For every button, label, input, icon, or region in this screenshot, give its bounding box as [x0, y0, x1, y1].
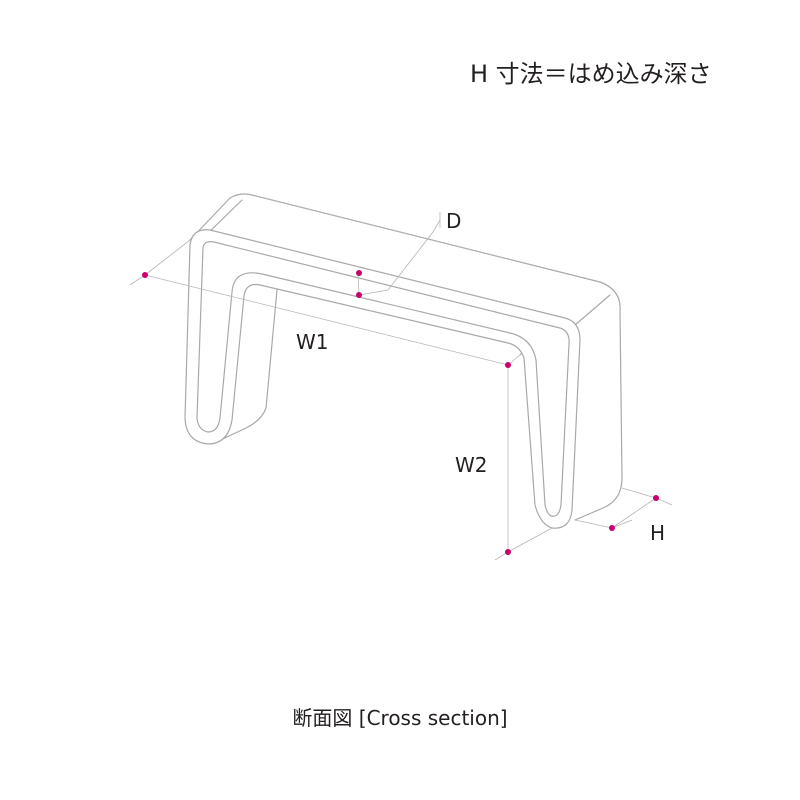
- d-bottom-dot: [356, 292, 362, 298]
- label-w1: W1: [296, 330, 329, 354]
- w1-end-dot: [505, 362, 511, 368]
- dimension-dots: [142, 270, 659, 555]
- label-d: D: [446, 209, 461, 233]
- w2-end-dot: [505, 549, 511, 555]
- h-start-dot: [609, 525, 615, 531]
- h-dimension-line: [574, 519, 633, 529]
- w1-dimension-line: [129, 274, 521, 366]
- label-h: H: [650, 521, 665, 545]
- w1-start-dot: [142, 272, 148, 278]
- h-end-dot: [653, 495, 659, 501]
- d-top-dot: [356, 270, 362, 276]
- bracket-front-profile: [184, 229, 581, 529]
- label-w2: W2: [455, 453, 488, 477]
- caption-text: 断面図 [Cross section]: [292, 706, 508, 730]
- d-leader-line: [357, 219, 441, 296]
- heading-text: H 寸法＝はめ込み深さ: [470, 60, 712, 88]
